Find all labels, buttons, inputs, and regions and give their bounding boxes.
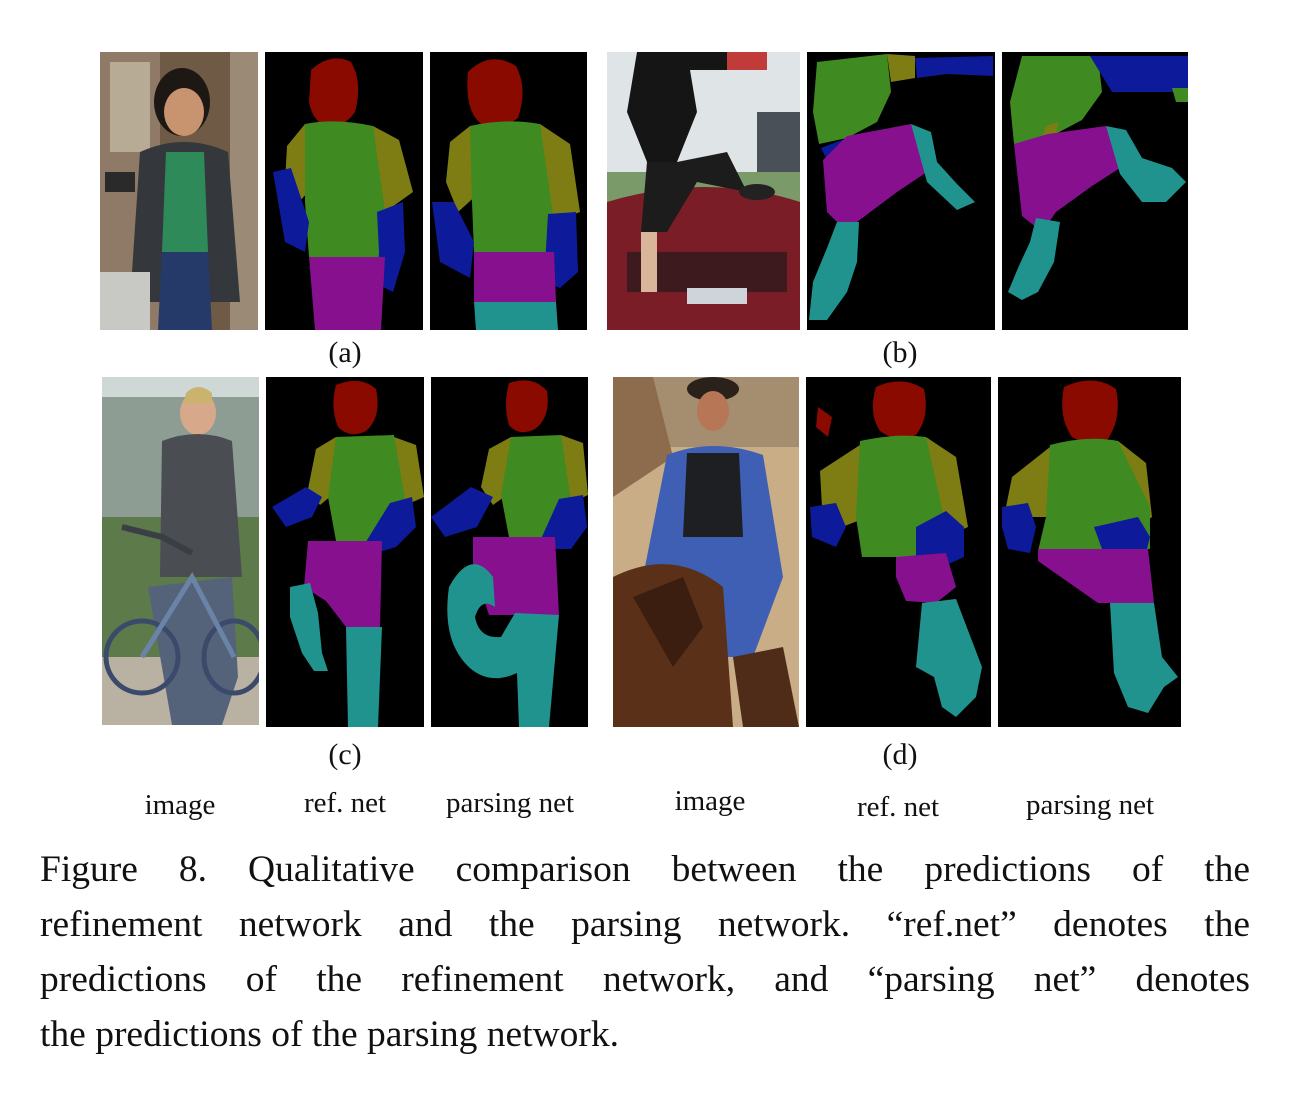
column-label-ref-net-left: ref. net: [303, 787, 387, 819]
mask-d-ref-net: [806, 377, 991, 727]
subfigure-label-b: (b): [882, 336, 918, 369]
subfigure-label-d: (d): [882, 738, 918, 771]
subfigure-label-a: (a): [328, 336, 362, 369]
mask-a-parsing-net: [430, 52, 587, 330]
photo-d: [613, 377, 799, 727]
mask-c-parsing-net: [431, 377, 588, 727]
mask-a-ref-net: [265, 52, 423, 330]
photo-c: [102, 377, 259, 725]
mask-c-ref-net: [266, 377, 424, 727]
caption-line-4: the predictions of the parsing network.: [40, 1014, 620, 1055]
subfigure-label-c: (c): [328, 738, 362, 771]
caption-line-2: refinement network and the parsing netwo…: [40, 904, 1250, 945]
column-label-image-left: image: [144, 789, 216, 821]
column-label-parsing-net-left: parsing net: [445, 787, 575, 819]
photo-a: [100, 52, 258, 330]
mask-b-ref-net: [807, 52, 995, 330]
figure-caption: Figure 8. Qualitative comparison between…: [40, 842, 1250, 1062]
caption-line-1: Figure 8. Qualitative comparison between…: [40, 849, 1250, 890]
mask-b-parsing-net: [1002, 52, 1188, 330]
column-label-parsing-net-right: parsing net: [1025, 789, 1155, 821]
mask-d-parsing-net: [998, 377, 1181, 727]
column-label-image-right: image: [674, 785, 746, 817]
caption-line-3: predictions of the refinement network, a…: [40, 959, 1250, 1000]
photo-b: [607, 52, 800, 330]
column-label-ref-net-right: ref. net: [856, 791, 940, 823]
